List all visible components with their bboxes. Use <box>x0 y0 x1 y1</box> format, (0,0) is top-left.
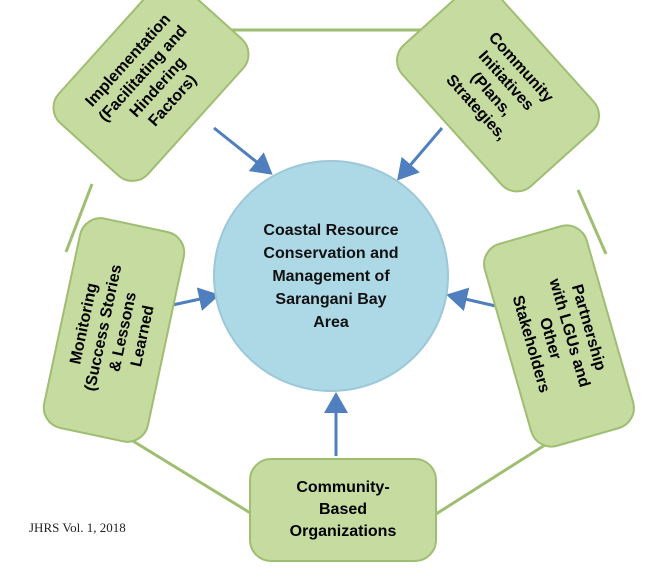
community-based-organizations-node: Community- Based Organizations <box>249 458 437 562</box>
connector-monitoring-implementation <box>64 183 94 253</box>
arrow-monitoring-to-center <box>167 287 220 311</box>
arrow-partnership-to-center <box>446 287 501 312</box>
center-node: Coastal Resource Conservation and Manage… <box>213 160 449 392</box>
arrow-implementation-to-center <box>213 126 273 175</box>
connector-community-partnership <box>576 189 608 255</box>
connector-cbo-monitoring <box>127 436 253 516</box>
source-note: JHRS Vol. 1, 2018 <box>29 520 126 535</box>
partnership-node-label: Partnership with LGUs and Other Stakehol… <box>508 276 609 395</box>
monitoring-node-label: Monitoring (Success Stories & Lessons Le… <box>67 262 158 393</box>
arrow-community-to-center <box>397 127 444 181</box>
community-initiatives-node-label: Community Initiatives (Plans, Strategies… <box>442 29 557 144</box>
connector-partnership-cbo <box>435 436 557 516</box>
cbo-node-label: Community- Based Organizations <box>289 479 397 540</box>
center-node-label: Coastal Resource Conservation and Manage… <box>263 221 399 331</box>
